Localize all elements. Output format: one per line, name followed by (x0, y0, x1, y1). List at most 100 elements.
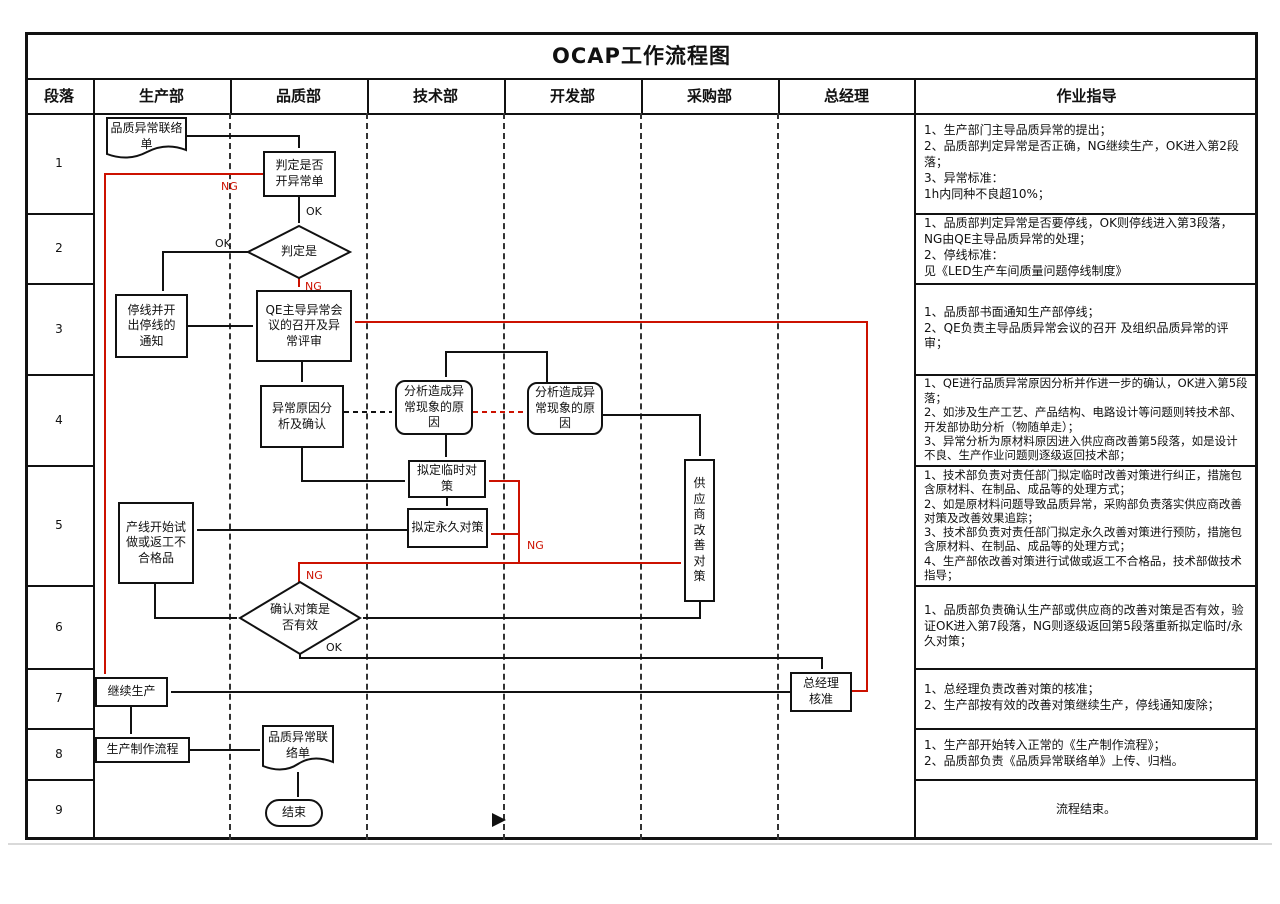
edge-confirm-ok-to-gm (299, 654, 823, 669)
label-ng-draftperm: NG (527, 539, 544, 552)
stage-row-sep-5 (25, 585, 93, 587)
stage-number-5: 5 (55, 518, 63, 532)
page-bottom-rule (8, 843, 1272, 845)
stage-row-sep-2 (25, 283, 93, 285)
instr-col-border (914, 78, 916, 840)
node-draft-perm-countermeasure: 拟定永久对策 (407, 508, 488, 548)
page-title-text: OCAP工作流程图 (552, 44, 731, 68)
column-header-purchasing: 采购部 (686, 87, 732, 105)
lane-divider-quality-tech (366, 113, 368, 840)
label-ng-judgeopen: NG (221, 180, 238, 193)
instr-row-sep-1 (915, 213, 1258, 215)
edge-confirm-ng-to-drafttemp (489, 480, 520, 563)
edge-devanalysis-to-supplierbox (603, 414, 701, 456)
stage-number-3: 3 (55, 321, 63, 336)
stage-number-2: 2 (55, 241, 63, 255)
instruction-stage-5: 1、技术部负责对责任部门拟定临时改善对策进行纠正，措施包含原材料、在制品、成品等… (924, 468, 1242, 582)
stage-row-sep-4 (25, 465, 93, 467)
stray-arrowhead-marker (492, 813, 506, 827)
stage-row-sep-1 (25, 213, 93, 215)
node-stop-line-notice: 停线并开出停线的通知 (115, 294, 188, 358)
stage-col-border (93, 78, 95, 840)
edge-devanalysis-to-techanalysis (445, 351, 548, 382)
stage-number-4: 4 (55, 412, 63, 427)
column-header-instructions: 作业指导 (1056, 87, 1117, 105)
lane-divider-production-quality (229, 113, 231, 840)
node-draft-temp-countermeasure: 拟定临时对策 (408, 460, 486, 498)
header-sep-3 (504, 78, 506, 113)
node-judge-stop-line-label: 判定是 (280, 244, 317, 259)
instr-row-sep-6 (915, 668, 1258, 670)
instr-row-sep-5 (915, 585, 1258, 587)
instruction-stage-2: 1、品质部判定异常是否要停线，OK则停线进入第3段落，NG由QE主导品质异常的处… (924, 216, 1233, 278)
terminator-end (265, 799, 323, 827)
node-qe-meeting: QE主导异常会议的召开及异常评审 (256, 290, 352, 362)
label-ok-judgeopen: OK (306, 205, 323, 218)
instruction-stage-1: 1、生产部门主导品质异常的提出； 2、品质部判定异常是否正确，NG继续生产，OK… (924, 123, 1239, 201)
instr-row-sep-3 (915, 374, 1258, 376)
node-quality-notice-doc-2: 品质异常联络单 (267, 730, 328, 760)
lane-divider-purchasing-gm (777, 113, 779, 840)
node-end-terminator-label: 结束 (281, 805, 306, 820)
node-gm-approval: 总经理核准 (790, 672, 852, 712)
label-ng-judgestop: NG (305, 280, 322, 293)
column-header-stage: 段落 (43, 87, 74, 105)
node-judge-open-sheet: 判定是否开异常单 (263, 151, 336, 197)
stage-number-8: 8 (55, 746, 63, 761)
stage-number-9: 9 (55, 802, 63, 817)
document-shape-quality-notice-2 (262, 725, 334, 771)
document-shape-quality-notice (106, 117, 187, 159)
node-tech-cause-analysis: 分析造成异常现象的原因 (395, 380, 473, 435)
instruction-stage-4: 1、QE进行品质异常原因分析并作进一步的确认，OK进入第5段落； 2、如涉及生产… (924, 376, 1248, 463)
instruction-stage-3: 1、品质部书面通知生产部停线； 2、QE负责主导品质异常会议的召开 及组织品质异… (924, 304, 1229, 351)
stage-row-sep-6 (25, 668, 93, 670)
edge-confirm-ng-to-supplierbox (298, 562, 681, 582)
edge-gm-ng-to-qemeeting (355, 321, 868, 692)
instruction-stage-8: 1、生产部开始转入正常的《生产制作流程》； 2、品质部负责《品质异常联络单》上传… (924, 737, 1184, 768)
lane-divider-dev-purchasing (640, 113, 642, 840)
instr-row-sep-4 (915, 465, 1258, 467)
edge-judgestop-ok-to-stopline (162, 251, 248, 291)
node-continue-production: 继续生产 (95, 677, 168, 707)
header-sep-4 (641, 78, 643, 113)
node-cause-analysis: 异常原因分析及确认 (260, 385, 344, 448)
node-quality-notice-doc: 品质异常联络单 (110, 121, 183, 151)
stage-row-sep-3 (25, 374, 93, 376)
edge-causeanalysis-to-drafttemp (301, 448, 405, 482)
edge-doc-to-judge-open (186, 135, 300, 148)
stage-row-sep-8 (25, 779, 93, 781)
column-header-quality: 品质部 (275, 87, 321, 105)
instr-row-sep-8 (915, 779, 1258, 781)
label-ok-confirm: OK (326, 641, 343, 654)
stage-row-sep-7 (25, 728, 93, 730)
instruction-stage-9: 流程结束。 (1055, 801, 1116, 816)
column-header-production: 生产部 (138, 87, 184, 105)
header-sep-5 (778, 78, 780, 113)
node-confirm-effective-label: 确认对策是否有效 (270, 602, 331, 632)
column-header-gm: 总经理 (823, 87, 869, 105)
stage-number-1: 1 (55, 156, 63, 170)
node-supplier-improvement: 供应商改善对策 (684, 459, 715, 602)
column-header-dev: 开发部 (549, 87, 595, 105)
column-header-tech: 技术部 (412, 87, 458, 105)
instruction-stage-6: 1、品质部负责确认生产部或供应商的改善对策是否有效，验证OK进入第7段落，NG则… (924, 602, 1244, 649)
edge-linerework-to-confirm (154, 584, 237, 619)
lane-divider-tech-dev (503, 113, 505, 840)
instr-row-sep-2 (915, 283, 1258, 285)
instruction-stage-7: 1、总经理负责改善对策的核准； 2、生产部按有效的改善对策继续生产，停线通知废除… (924, 682, 1220, 712)
node-line-trial-rework: 产线开始试做或返工不合格品 (118, 502, 194, 584)
node-dev-cause-analysis: 分析造成异常现象的原因 (527, 382, 603, 435)
header-sep-2 (367, 78, 369, 113)
page-title: OCAP工作流程图 (28, 34, 1255, 76)
edge-supplierbox-to-confirm (363, 602, 701, 619)
stage-number-7: 7 (55, 691, 63, 705)
instr-row-sep-7 (915, 728, 1258, 730)
stage-number-6: 6 (55, 619, 63, 634)
label-ng-confirm: NG (306, 569, 323, 582)
label-ok-judgestop: OK (215, 237, 232, 250)
node-production-process: 生产制作流程 (95, 737, 190, 763)
edge-judgeopen-ng-to-continue (104, 173, 263, 674)
decision-judge-stop-line (245, 224, 353, 280)
